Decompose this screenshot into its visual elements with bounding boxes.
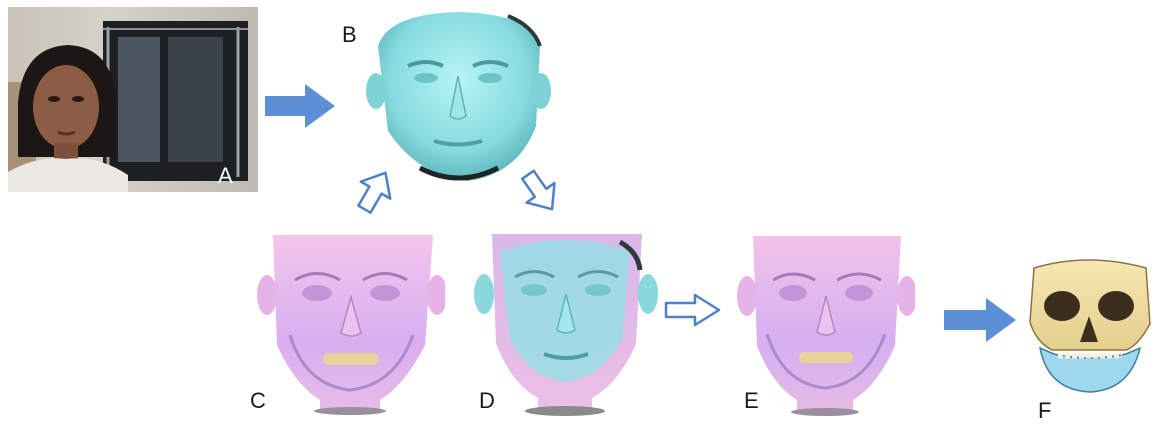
panel-e-label: E xyxy=(744,388,759,414)
panel-c-label: C xyxy=(250,388,266,414)
panel-d-overlay xyxy=(470,222,660,417)
panel-b-label: B xyxy=(342,22,357,48)
arrow-a-to-b xyxy=(265,82,337,135)
panel-d-label: D xyxy=(479,388,495,414)
panel-f-label: F xyxy=(1038,398,1051,424)
panel-e-deformed-head xyxy=(735,228,915,418)
arrow-b-to-d xyxy=(515,166,565,223)
panel-c-template-head xyxy=(255,225,445,415)
arrow-c-to-b xyxy=(350,165,400,222)
arrow-e-to-f xyxy=(944,296,1018,349)
panel-b-face-scan xyxy=(358,6,558,186)
panel-a-label: A xyxy=(218,163,233,189)
arrow-d-to-e xyxy=(663,292,723,333)
panel-f-skull xyxy=(1018,250,1158,400)
